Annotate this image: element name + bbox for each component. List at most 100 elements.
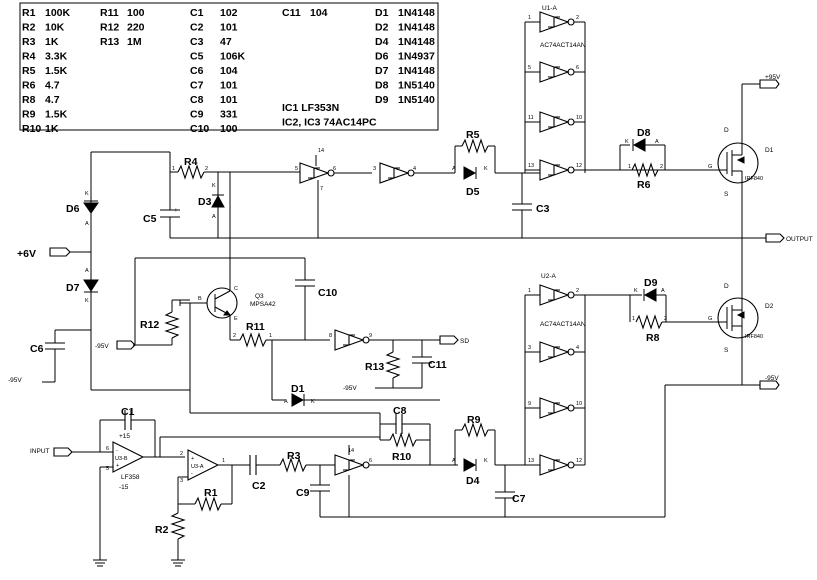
bom-value-c6: 104: [220, 65, 238, 77]
ref-R8: R8: [646, 332, 660, 344]
q3-type: MPSA42: [250, 301, 276, 308]
svg-text:A: A: [284, 399, 288, 405]
bom-ref-r3: R3: [22, 36, 36, 48]
svg-text:+: +: [191, 456, 194, 462]
svg-text:K: K: [625, 139, 629, 145]
mosfet-d2-type: IRF840: [745, 334, 763, 340]
ref-mosfet-d2: D2: [765, 303, 774, 310]
bom-value-r5: 1.5K: [45, 65, 68, 77]
svg-text:1: 1: [528, 15, 531, 21]
bom-value-c7: 101: [220, 80, 238, 92]
input-stage: INPUT C1 -+ 65 U3-B LF358 +15 -15 +- U3-…: [30, 384, 742, 567]
bom-ref-r8: R8: [22, 94, 36, 106]
svg-text:-: -: [116, 448, 118, 454]
mosfet-d1-drain: D: [724, 127, 729, 134]
svg-text:14: 14: [348, 448, 354, 454]
bom-table-frame: [19, 2, 439, 131]
bom-ref-c5: C5: [190, 51, 204, 63]
svg-text:2: 2: [205, 166, 208, 172]
ref-R3: R3: [287, 450, 301, 462]
bom-value-c3: 47: [220, 36, 232, 48]
ref-C9: C9: [296, 487, 310, 499]
ref-C11: C11: [428, 359, 447, 371]
bom-value-r8: 4.7: [45, 94, 60, 106]
ref-R4: R4: [184, 156, 198, 168]
bom-value-c2: 101: [220, 22, 238, 34]
svg-text:4: 4: [413, 166, 416, 172]
svg-text:K: K: [634, 288, 638, 294]
svg-text:1: 1: [172, 166, 175, 172]
u3a-label: U3-A: [191, 464, 204, 470]
left-supply-network: +6V D6 K A D7 A K C6 -95V: [8, 151, 190, 391]
svg-text:A: A: [85, 221, 89, 227]
mosfet-d1-source: S: [724, 191, 729, 198]
net-minus95v-b: -95V: [95, 343, 109, 350]
svg-text:5: 5: [295, 166, 298, 172]
bom-ref-r1: R1: [22, 7, 36, 19]
u3b-type: LF358: [121, 474, 140, 481]
svg-text:2: 2: [660, 164, 663, 170]
svg-text:K: K: [85, 298, 89, 304]
bom-ref-r10: R10: [22, 123, 41, 135]
svg-text:5: 5: [106, 466, 109, 472]
bom-ref-c9: C9: [190, 109, 204, 121]
bom-value-r11: 100: [127, 7, 145, 19]
ref-D6: D6: [66, 203, 80, 215]
svg-text:2: 2: [233, 333, 236, 339]
net-output: OUTPUT: [786, 236, 813, 243]
bom-ic-line: IC2, IC3 74AC14PC: [282, 117, 377, 129]
bom-ref-d7: D7: [375, 65, 389, 77]
svg-text:+: +: [116, 463, 119, 469]
svg-text:12: 12: [576, 163, 582, 169]
svg-text:B: B: [198, 296, 202, 302]
ref-R11: R11: [246, 321, 265, 333]
bom-value-r9: 1.5K: [45, 109, 68, 121]
svg-text:A: A: [655, 139, 659, 145]
ref-C3: C3: [536, 203, 550, 215]
bom-value-d7: 1N4148: [398, 65, 435, 77]
u2a-type: AC74ACT14AN: [540, 321, 586, 328]
svg-text:+: +: [174, 207, 178, 214]
mosfet-d2: G D S D2 IRF840 -95V: [705, 283, 780, 390]
bom-ref-r9: R9: [22, 109, 36, 121]
bom-ref-r5: R5: [22, 65, 36, 77]
svg-text:2: 2: [664, 316, 667, 322]
bom-ref-c7: C7: [190, 80, 204, 92]
net-minus95v-c: -95V: [343, 385, 357, 392]
bom-value-c11: 104: [310, 7, 328, 19]
svg-text:1: 1: [269, 333, 272, 339]
ref-R10: R10: [392, 451, 411, 463]
ref-D4: D4: [466, 475, 480, 487]
svg-text:K: K: [311, 399, 315, 405]
ref-R6: R6: [637, 179, 651, 191]
bom-ref-c10: C10: [190, 123, 209, 135]
rail-minus15: -15: [119, 484, 129, 491]
bom-ref-c1: C1: [190, 7, 204, 19]
bom-value-d8: 1N5140: [398, 80, 435, 92]
ref-R2: R2: [155, 524, 169, 536]
svg-text:3: 3: [180, 478, 183, 484]
bom-ref-r2: R2: [22, 22, 36, 34]
svg-text:A: A: [212, 214, 216, 220]
bom-ref-d9: D9: [375, 94, 389, 106]
svg-text:A: A: [661, 288, 665, 294]
ref-R9: R9: [467, 414, 481, 426]
bom-ref-r4: R4: [22, 51, 36, 63]
svg-text:12: 12: [576, 458, 582, 464]
svg-text:6: 6: [369, 458, 372, 464]
net-sd: SD: [460, 338, 469, 345]
ref-D8: D8: [637, 127, 651, 139]
bom-ic-line: IC1 LF353N: [282, 102, 339, 114]
bom-ref-c6: C6: [190, 65, 204, 77]
